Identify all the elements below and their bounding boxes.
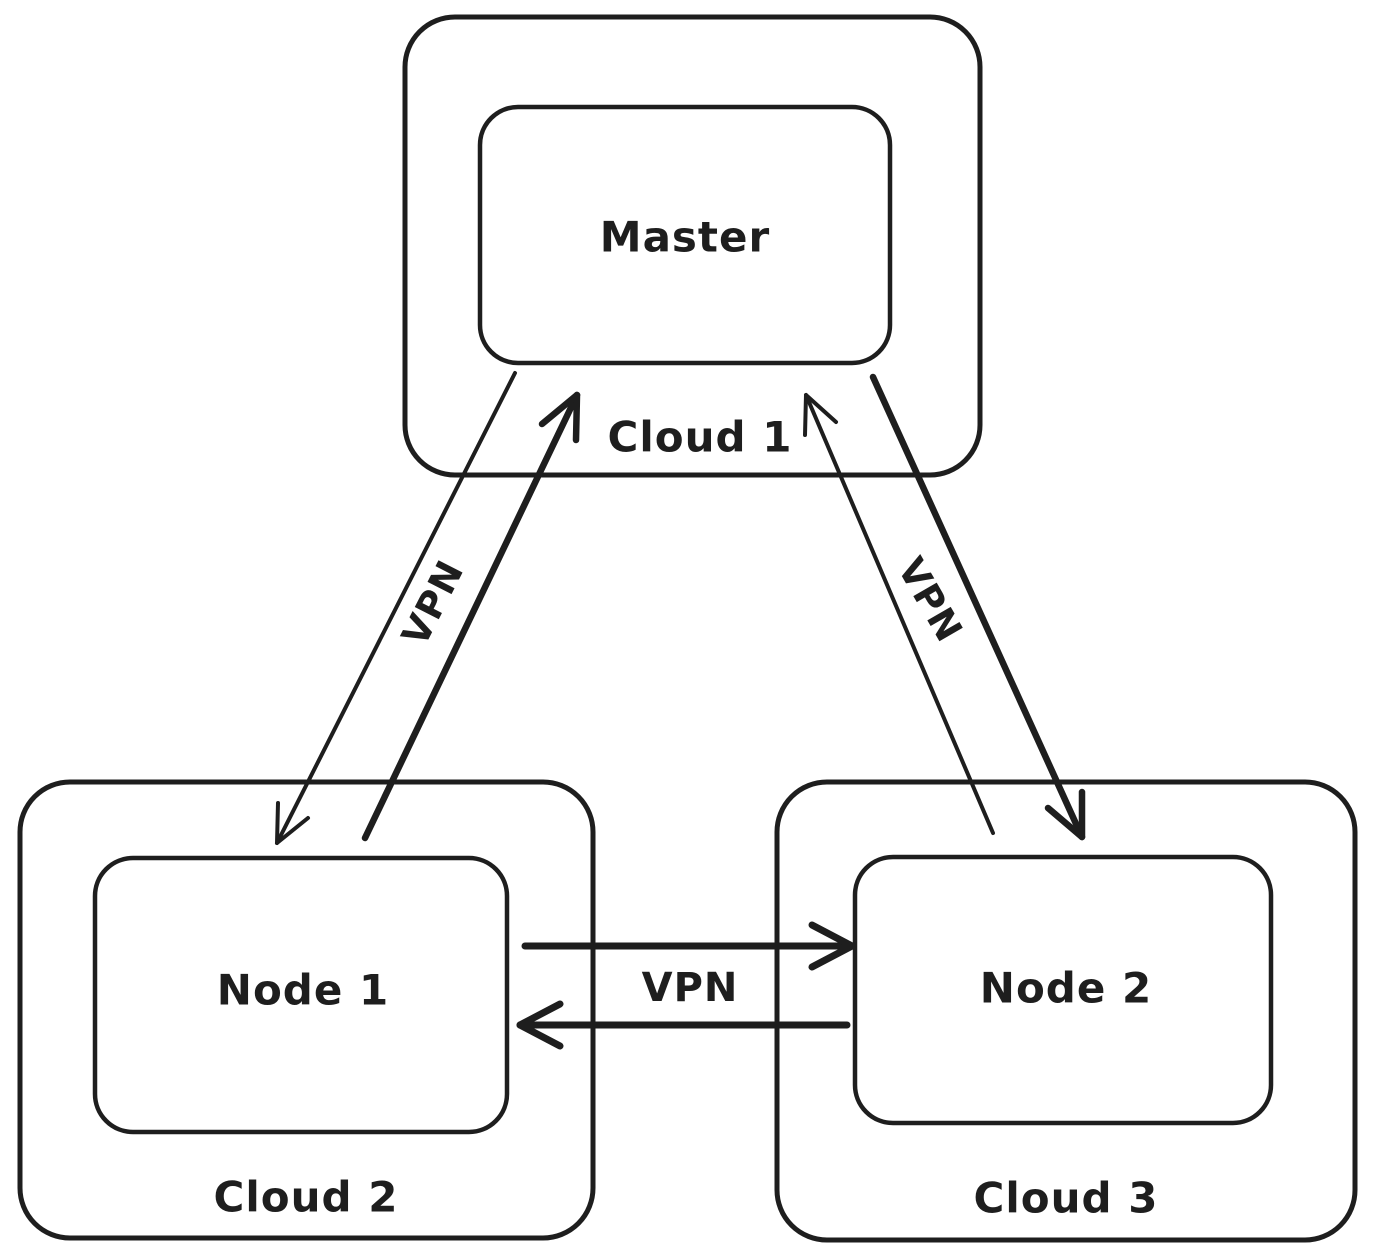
node2-label: Node 2 <box>980 964 1152 1013</box>
arrow-shaft <box>869 373 1086 841</box>
arrow-shaft <box>804 393 995 835</box>
vpn-arrow-master-to-node2 <box>869 373 1086 841</box>
cloud2-label: Cloud 2 <box>214 1173 399 1222</box>
cloud2-group: Node 1 Cloud 2 <box>17 779 596 1241</box>
cloud3-label: Cloud 3 <box>974 1174 1159 1223</box>
vpn-arrow-node1-to-master <box>361 391 581 842</box>
arrowhead-icon <box>803 393 838 437</box>
vpn-link-node1-node2: VPN <box>516 921 856 1050</box>
arrowhead-icon <box>538 391 581 444</box>
arrowhead-icon <box>808 921 856 971</box>
vpn-arrow-node2-to-node1 <box>516 1000 851 1050</box>
master-box <box>477 104 893 366</box>
arrowhead-icon <box>516 1000 564 1050</box>
vpn-arrow-node2-to-master <box>803 393 995 835</box>
arrow-shaft <box>361 391 581 842</box>
node1-label: Node 1 <box>217 966 389 1015</box>
vpn-arrow-node1-to-node2 <box>521 921 856 971</box>
arrowhead-icon <box>275 801 310 845</box>
vpn-label-middle: VPN <box>642 965 739 1011</box>
cloud1-label: Cloud 1 <box>608 413 793 462</box>
cloud3-group: Node 2 Cloud 3 <box>774 779 1358 1243</box>
vpn-arrow-master-to-node1 <box>275 371 517 845</box>
node2-box <box>852 854 1274 1126</box>
master-label: Master <box>600 213 770 262</box>
arrow-shaft <box>275 371 517 845</box>
cloud1-group: Master Cloud 1 <box>402 14 983 478</box>
arrowhead-icon <box>1044 788 1086 841</box>
node1-box <box>92 855 510 1135</box>
